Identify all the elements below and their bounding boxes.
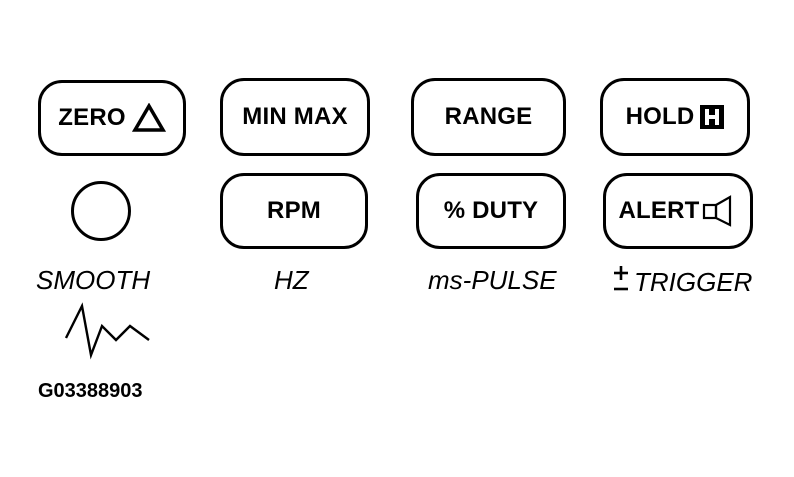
hold-button-label: HOLD bbox=[625, 103, 695, 130]
zero-button[interactable]: ZERO bbox=[38, 80, 186, 156]
ms-pulse-label: ms-PULSE bbox=[428, 265, 557, 295]
rpm-button[interactable]: RPM bbox=[220, 173, 368, 249]
speaker-icon bbox=[702, 195, 738, 227]
hold-h-icon bbox=[700, 105, 725, 129]
alert-button-label: ALERT bbox=[618, 197, 700, 224]
hz-label: HZ bbox=[274, 265, 309, 295]
alert-button[interactable]: ALERT bbox=[603, 173, 753, 249]
min-max-button[interactable]: MIN MAX bbox=[220, 78, 370, 156]
figure-id: G03388903 bbox=[38, 380, 143, 402]
zero-button-label: ZERO bbox=[58, 104, 126, 131]
smooth-label: SMOOTH bbox=[36, 265, 151, 295]
trigger-label: TRIGGER bbox=[634, 267, 753, 297]
waveform-icon bbox=[62, 300, 154, 365]
smooth-button[interactable] bbox=[71, 181, 131, 241]
duty-button-label: % DUTY bbox=[443, 197, 539, 224]
rpm-button-label: RPM bbox=[267, 197, 321, 224]
plus-minus-icon bbox=[612, 264, 630, 294]
min-max-button-label: MIN MAX bbox=[242, 103, 348, 130]
range-button[interactable]: RANGE bbox=[411, 78, 566, 156]
duty-button[interactable]: % DUTY bbox=[416, 173, 566, 249]
range-button-label: RANGE bbox=[444, 103, 533, 130]
hold-button[interactable]: HOLD bbox=[600, 78, 750, 156]
delta-triangle-icon bbox=[131, 102, 166, 133]
